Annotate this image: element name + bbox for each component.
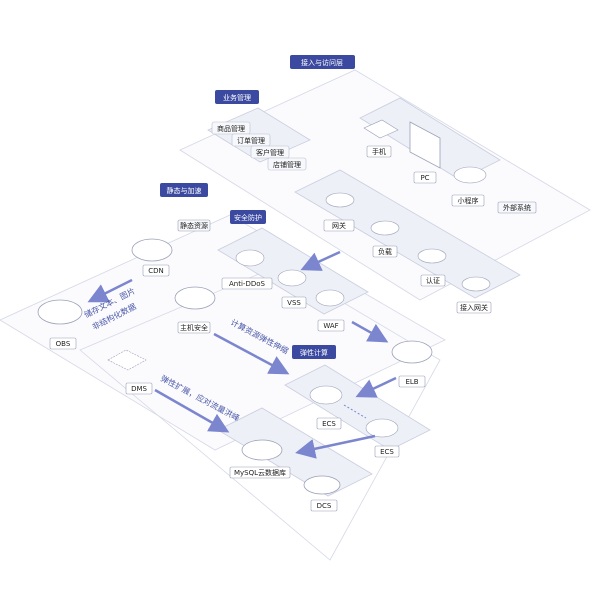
tag-security: 安全防护 bbox=[230, 210, 266, 224]
edge-cdn-to-obs bbox=[87, 278, 133, 303]
svg-text:ECS: ECS bbox=[322, 420, 336, 428]
svg-text:网关: 网关 bbox=[332, 221, 346, 230]
svg-text:弹性计算: 弹性计算 bbox=[300, 348, 328, 357]
svg-text:业务管理: 业务管理 bbox=[223, 93, 251, 102]
svg-text:WAF: WAF bbox=[323, 322, 338, 330]
svg-text:小程序: 小程序 bbox=[458, 196, 479, 205]
node-ecs-2: ECS bbox=[365, 418, 400, 458]
svg-text:OBS: OBS bbox=[56, 340, 71, 348]
svg-text:CDN: CDN bbox=[148, 267, 164, 275]
node-ecs-1: ECS bbox=[309, 385, 343, 430]
access-auth: 认证 bbox=[417, 248, 447, 287]
node-waf: WAF bbox=[315, 289, 345, 332]
svg-text:订单管理: 订单管理 bbox=[237, 136, 265, 145]
biz-item-customers: 客户管理 bbox=[250, 145, 290, 159]
svg-text:VSS: VSS bbox=[287, 299, 301, 307]
edge-elb-to-ecs bbox=[355, 376, 397, 398]
svg-text:接入网关: 接入网关 bbox=[460, 303, 488, 312]
svg-text:ECS: ECS bbox=[380, 448, 394, 456]
node-obs: OBS bbox=[37, 299, 83, 350]
edge-ecs-to-data bbox=[295, 434, 376, 459]
svg-text:店铺管理: 店铺管理 bbox=[273, 160, 301, 169]
svg-text:商品管理: 商品管理 bbox=[217, 124, 245, 133]
svg-text:负载: 负载 bbox=[378, 247, 392, 256]
svg-text:ELB: ELB bbox=[405, 378, 418, 386]
tag-top: 接入与访问层 bbox=[290, 55, 355, 69]
svg-text:Anti-DDoS: Anti-DDoS bbox=[229, 280, 266, 288]
edge-ecs-link bbox=[343, 404, 367, 419]
svg-text:PC: PC bbox=[420, 174, 429, 182]
svg-text:静态与加速: 静态与加速 bbox=[167, 186, 202, 195]
svg-text:接入与访问层: 接入与访问层 bbox=[301, 58, 343, 67]
access-gateway: 网关 bbox=[323, 192, 355, 232]
panel-data bbox=[217, 407, 373, 497]
svg-text:手机: 手机 bbox=[372, 147, 386, 156]
edge-host-to-compute bbox=[213, 332, 290, 375]
svg-text:静态资源: 静态资源 bbox=[180, 221, 208, 230]
monitor-icon bbox=[409, 121, 441, 169]
svg-text:认证: 认证 bbox=[426, 276, 440, 285]
node-cdn: CDN bbox=[131, 238, 173, 277]
edge-waf-to-elb bbox=[351, 320, 389, 343]
edge-dms-to-data bbox=[154, 388, 230, 433]
client-mobile: 手机 bbox=[363, 119, 399, 158]
edge-access-to-security bbox=[300, 250, 341, 271]
svg-text:DMS: DMS bbox=[131, 385, 147, 393]
svg-text:DCS: DCS bbox=[317, 502, 332, 510]
node-dcs: DCS bbox=[303, 475, 341, 512]
access-portal: 接入网关 bbox=[456, 276, 492, 314]
tag-biz: 业务管理 bbox=[215, 90, 259, 104]
biz-item-goods: 商品管理 bbox=[211, 121, 251, 135]
access-lb: 负载 bbox=[370, 220, 400, 258]
svg-text:外部系统: 外部系统 bbox=[503, 203, 531, 212]
client-pc: PC bbox=[409, 121, 441, 184]
node-dms: DMS bbox=[107, 349, 153, 395]
client-miniapp: 小程序 bbox=[451, 166, 487, 207]
node-elb: ELB bbox=[391, 340, 433, 388]
svg-text:主机安全: 主机安全 bbox=[180, 323, 208, 332]
tag-static: 静态与加速 bbox=[160, 183, 208, 197]
node-misc: 静态资源 bbox=[177, 219, 211, 232]
client-external: 外部系统 bbox=[497, 201, 537, 214]
node-antiddos: Anti-DDoS bbox=[221, 249, 273, 290]
node-vss: VSS bbox=[277, 269, 307, 309]
svg-text:客户管理: 客户管理 bbox=[256, 148, 284, 157]
node-host: 主机安全 bbox=[174, 286, 216, 334]
biz-item-orders: 订单管理 bbox=[231, 133, 271, 147]
tag-compute: 弹性计算 bbox=[292, 345, 336, 359]
svg-text:安全防护: 安全防护 bbox=[234, 213, 262, 222]
biz-item-stores: 店铺管理 bbox=[267, 157, 307, 171]
node-mysql: MySQL云数据库 bbox=[229, 439, 291, 479]
svg-text:MySQL云数据库: MySQL云数据库 bbox=[234, 468, 286, 477]
